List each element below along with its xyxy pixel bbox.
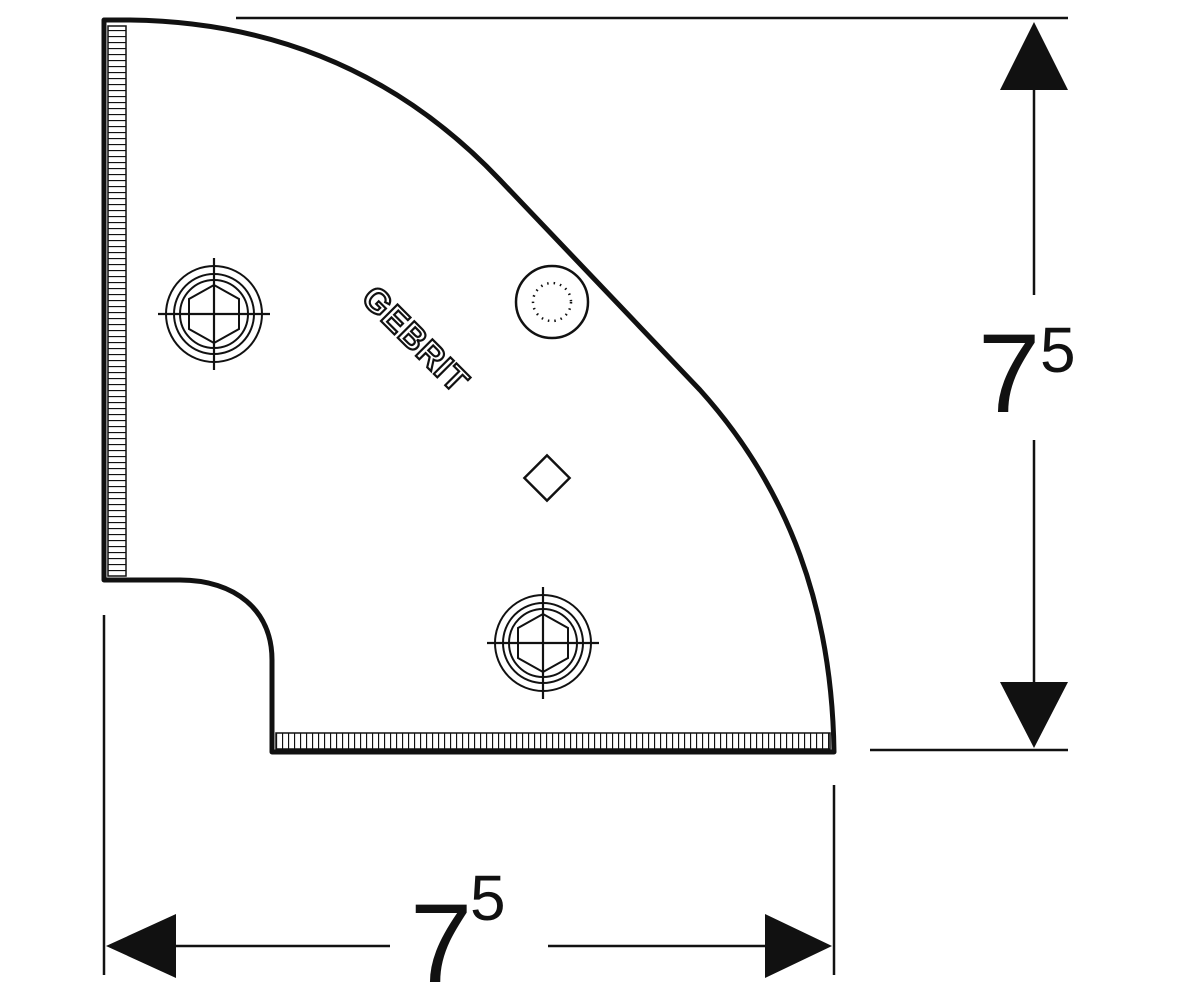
fixing-screw-left [158,258,270,370]
height-dimension-value: 7 [978,311,1040,436]
left-edge-hatching [107,25,127,577]
arrow-down-icon [1000,682,1068,748]
fixing-screw-bottom [487,587,599,699]
width-dimension [102,615,836,978]
height-dimension-superscript: 5 [1040,314,1076,386]
arrow-left-icon [106,914,176,978]
centre-marker [514,264,590,340]
bottom-edge-hatching [275,732,831,750]
logo-square-icon [522,453,572,503]
width-dimension-value: 7 [410,881,472,1000]
corner-plate-outline [101,17,837,755]
height-dimension [236,16,1068,752]
arrow-right-icon [765,914,832,978]
width-dimension-superscript: 5 [470,862,506,934]
arrow-up-icon [1000,22,1068,90]
